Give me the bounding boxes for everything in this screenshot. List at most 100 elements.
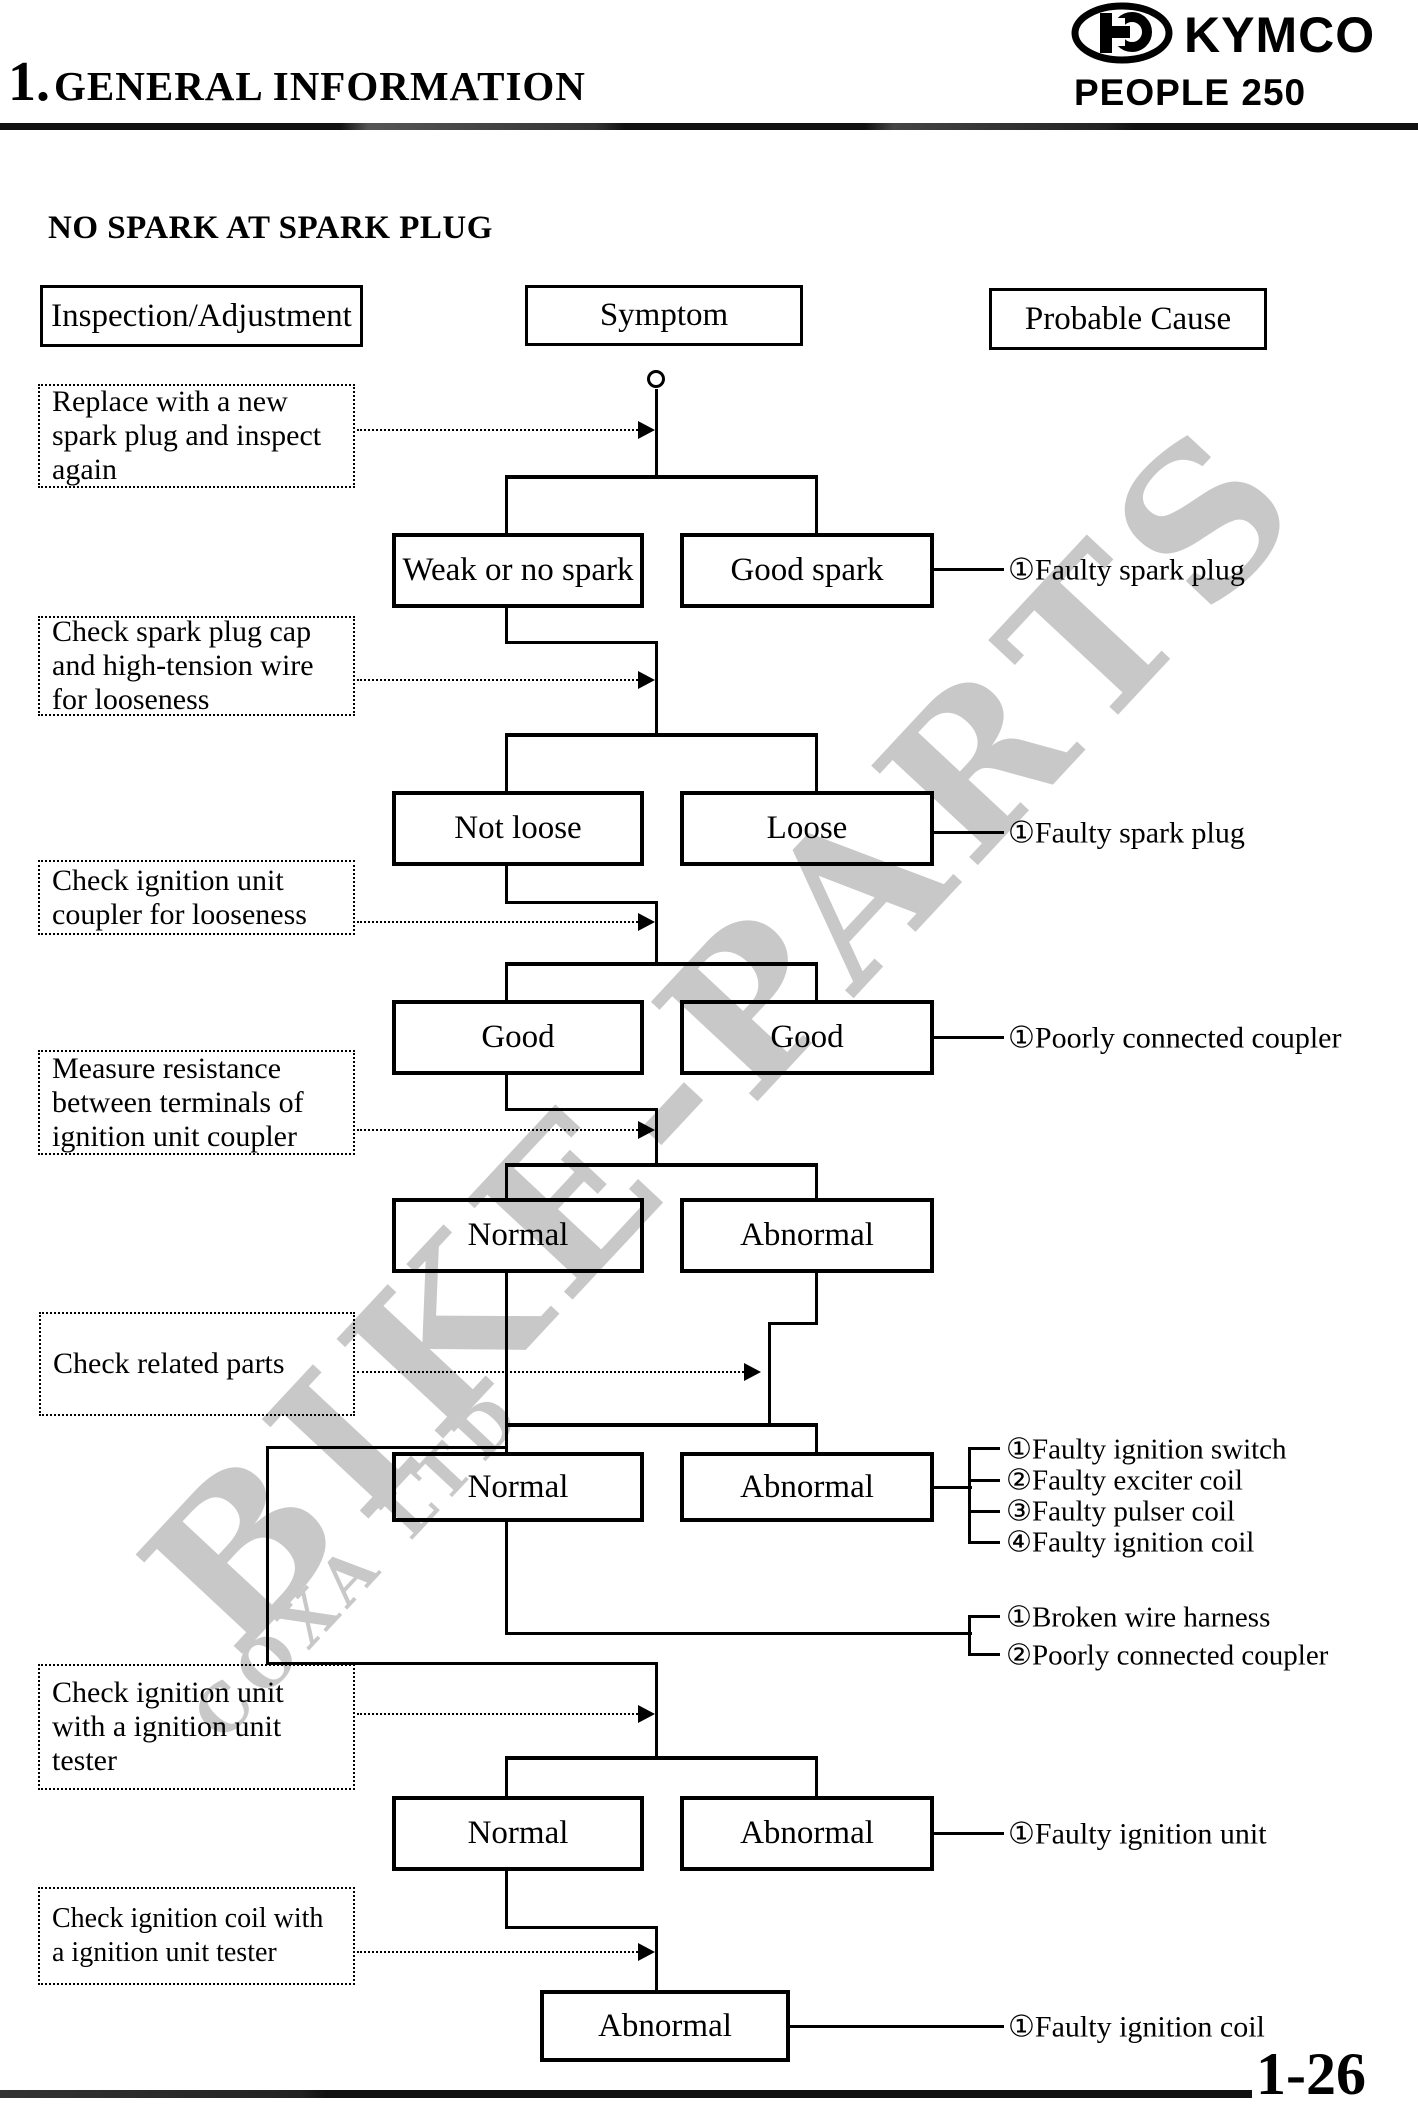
connector-line — [934, 831, 1004, 834]
connector-line — [505, 1273, 508, 1449]
connector-line — [505, 1163, 508, 1198]
connector-line — [505, 1871, 508, 1929]
inspection-box-check-ignition-coil: Check ignition coil with a ignition unit… — [38, 1887, 355, 1985]
cause-text: ②Faulty exciter coil — [1006, 1464, 1243, 1497]
connector-line — [934, 1036, 1004, 1039]
flowchart-title: NO SPARK AT SPARK PLUG — [48, 210, 493, 246]
connector-line — [655, 901, 658, 965]
connector-line — [505, 866, 508, 904]
connector-line — [655, 1108, 658, 1166]
arrowhead-icon — [638, 913, 655, 931]
bracket-tick — [968, 1447, 1000, 1450]
flow-box-ignition-coil-abnormal: Abnormal — [540, 1990, 790, 2062]
cause-text: ②Poorly connected coupler — [1006, 1639, 1329, 1672]
flow-box-ignition-unit-abnormal: Abnormal — [680, 1796, 934, 1871]
cause-text: ①Poorly connected coupler — [1008, 1021, 1342, 1055]
dotted-arrow-line — [357, 1713, 638, 1715]
dotted-arrow-line — [357, 1129, 638, 1131]
connector-line — [505, 1756, 508, 1796]
connector-line — [505, 1632, 972, 1635]
connector-line — [768, 1322, 818, 1325]
dotted-arrow-line — [357, 429, 638, 431]
connector-line — [505, 962, 818, 966]
inspection-box-check-coupler: Check ignition unit coupler for loosenes… — [38, 860, 355, 935]
connector-line — [815, 733, 818, 791]
arrowhead-icon — [638, 1121, 655, 1139]
connector-line — [934, 1486, 972, 1489]
connector-line — [655, 1662, 658, 1758]
flow-box-good-right: Good — [680, 1000, 934, 1075]
inspection-box-replace-spark-plug: Replace with a new spark plug and inspec… — [38, 384, 355, 488]
connector-line — [815, 962, 818, 1000]
flow-box-good-left: Good — [392, 1000, 644, 1075]
arrowhead-icon — [638, 421, 655, 439]
connector-line — [815, 1273, 818, 1325]
connector-line — [505, 1926, 658, 1929]
cause-text: ①Broken wire harness — [1006, 1601, 1271, 1634]
connector-line — [266, 1446, 508, 1449]
connector-line — [505, 475, 818, 479]
section-number: 1. — [8, 51, 50, 113]
connector-line — [505, 475, 508, 533]
cause-text: ①Faulty ignition switch — [1006, 1433, 1287, 1466]
page-number: 1-26 — [1256, 2041, 1366, 2107]
connector-line — [505, 733, 818, 737]
connector-line — [505, 641, 658, 644]
cause-text: ④Faulty ignition coil — [1006, 1526, 1255, 1559]
section-title: GENERAL INFORMATION — [54, 63, 586, 109]
cause-text: ①Faulty spark plug — [1008, 816, 1245, 850]
connector-line — [505, 1163, 818, 1167]
arrowhead-icon — [744, 1363, 761, 1381]
column-header-symptom: Symptom — [525, 285, 803, 346]
brand-name: KYMCO — [1184, 7, 1376, 63]
connector-line — [505, 962, 508, 1000]
dotted-arrow-line — [357, 1371, 744, 1373]
cause-text: ③Faulty pulser coil — [1006, 1495, 1235, 1528]
connector-line — [655, 641, 658, 736]
flow-box-not-loose: Not loose — [392, 791, 644, 866]
inspection-box-measure-resistance: Measure resistance between terminals of … — [38, 1050, 355, 1155]
page-header: 1. GENERAL INFORMATION — [8, 50, 586, 114]
connector-line — [505, 1756, 818, 1760]
flow-box-loose: Loose — [680, 791, 934, 866]
cause-text: ①Faulty ignition unit — [1008, 1817, 1267, 1851]
connector-line — [768, 1322, 771, 1426]
bracket-tick — [968, 1510, 1000, 1513]
inspection-box-check-plug-cap: Check spark plug cap and high-tension wi… — [38, 615, 355, 716]
dotted-arrow-line — [357, 679, 638, 681]
dotted-arrow-line — [357, 921, 638, 923]
bracket-line — [968, 1447, 971, 1544]
kymco-logo-icon — [1070, 2, 1174, 71]
model-name: PEOPLE 250 — [1074, 72, 1307, 113]
column-header-probable-cause: Probable Cause — [989, 288, 1267, 350]
header-rule — [0, 123, 1418, 130]
connector-line — [790, 2025, 1004, 2028]
connector-line — [934, 1832, 1004, 1835]
bracket-tick — [968, 1615, 1000, 1618]
cause-text: ①Faulty ignition coil — [1008, 2010, 1265, 2044]
flow-box-weak-or-no-spark: Weak or no spark — [392, 533, 644, 608]
connector-line — [505, 901, 658, 904]
flow-box-normal-resistance: Normal — [392, 1198, 644, 1273]
footer-rule — [0, 2090, 1252, 2098]
inspection-box-check-ignition-unit: Check ignition unit with a ignition unit… — [38, 1664, 355, 1790]
connector-line — [815, 1163, 818, 1198]
cause-text: ①Faulty spark plug — [1008, 553, 1245, 587]
arrowhead-icon — [638, 671, 655, 689]
connector-line — [505, 733, 508, 791]
bracket-tick — [968, 1653, 1000, 1656]
flow-box-related-parts-normal: Normal — [392, 1452, 644, 1522]
connector-line — [815, 1756, 818, 1796]
bracket-tick — [968, 1479, 1000, 1482]
arrowhead-icon — [638, 1705, 655, 1723]
dotted-arrow-line — [357, 1951, 638, 1953]
connector-line — [934, 568, 1004, 571]
flow-box-ignition-unit-normal: Normal — [392, 1796, 644, 1871]
flow-box-good-spark: Good spark — [680, 533, 934, 608]
connector-line — [505, 608, 508, 644]
column-header-inspection: Inspection/Adjustment — [40, 285, 363, 347]
connector-line — [655, 1926, 658, 1990]
arrowhead-icon — [638, 1943, 655, 1961]
connector-line — [505, 1108, 658, 1111]
